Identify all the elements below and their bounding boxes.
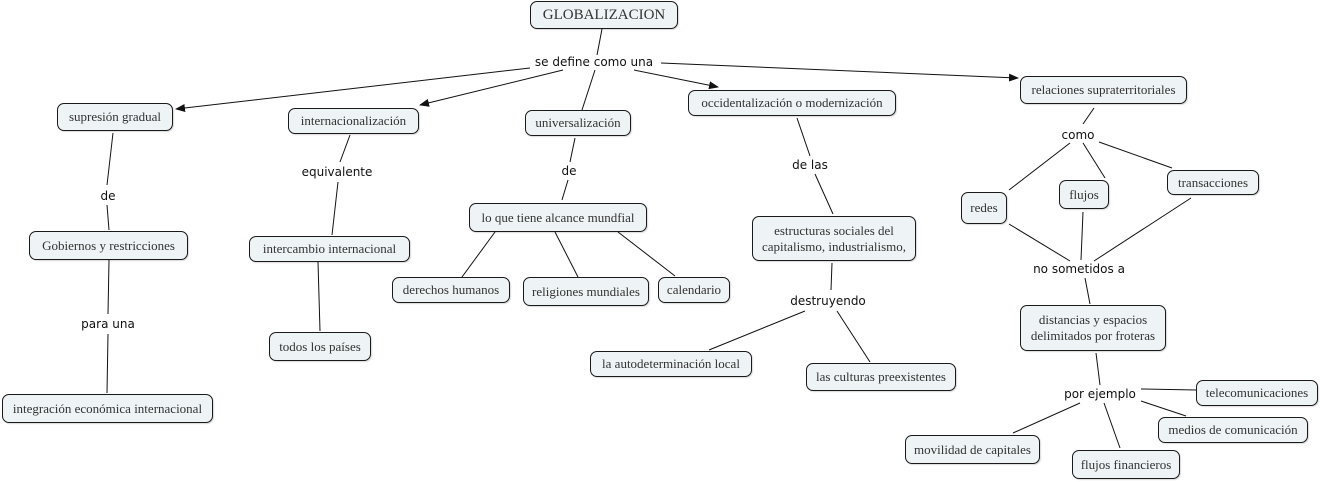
concept-derechos-humanos[interactable]: derechos humanos bbox=[392, 277, 510, 303]
concept-relaciones-supraterritoriales[interactable]: relaciones supraterritoriales bbox=[1020, 76, 1187, 104]
connector-arrow bbox=[419, 69, 564, 107]
link-label-se-define-como-una[interactable]: se define como una bbox=[532, 55, 656, 69]
concept-internacionalizacion[interactable]: internacionalización bbox=[288, 108, 419, 134]
connector-line bbox=[106, 333, 109, 394]
connector-line bbox=[796, 117, 811, 157]
connector-line bbox=[836, 310, 871, 363]
concept-flujos-financieros[interactable]: flujos financieros bbox=[1072, 450, 1180, 479]
concept-religiones-mundiales[interactable]: religiones mundiales bbox=[523, 277, 649, 306]
concept-universalizacion[interactable]: universalización bbox=[525, 110, 631, 136]
concept-autodeterminacion-local[interactable]: la autodeterminación local bbox=[590, 351, 752, 377]
link-label-no-sometidos-a[interactable]: no sometidos a bbox=[1031, 262, 1127, 276]
connector-line bbox=[1084, 277, 1091, 305]
connector-line bbox=[1098, 141, 1173, 169]
concept-redes[interactable]: redes bbox=[961, 192, 1007, 224]
concept-calendario[interactable]: calendario bbox=[658, 277, 730, 303]
concept-alcance-mundial[interactable]: lo que tiene alcance mundfial bbox=[469, 203, 647, 232]
connector-line bbox=[581, 69, 596, 111]
connector-line bbox=[1103, 402, 1121, 449]
concept-flujos[interactable]: flujos bbox=[1059, 180, 1109, 209]
connector-line bbox=[331, 181, 339, 236]
concept-distancias-espacios[interactable]: distancias y espacios delimitados por fr… bbox=[1020, 305, 1166, 351]
concept-telecomunicaciones[interactable]: telecomunicaciones bbox=[1196, 380, 1318, 406]
link-label-por-ejemplo[interactable]: por ejemplo bbox=[1062, 387, 1138, 401]
connector-arrow bbox=[175, 67, 531, 112]
link-label-de[interactable]: de bbox=[559, 164, 579, 178]
concept-occidentalizacion[interactable]: occidentalización o modernización bbox=[688, 90, 896, 116]
concept-globalizacion[interactable]: GLOBALIZACION bbox=[530, 1, 678, 29]
connector-line bbox=[106, 204, 110, 231]
concept-estructuras-sociales[interactable]: estructuras sociales del capitalismo, in… bbox=[752, 216, 916, 261]
connector-line bbox=[1082, 107, 1095, 125]
concept-culturas-preexistentes[interactable]: las culturas preexistentes bbox=[806, 363, 956, 391]
connector-line bbox=[339, 134, 351, 163]
connector-line bbox=[814, 173, 834, 215]
connector-line bbox=[1095, 352, 1101, 386]
connector-line bbox=[317, 261, 321, 332]
link-label-para-una[interactable]: para una bbox=[79, 317, 137, 331]
connector-line bbox=[554, 231, 579, 278]
connector-line bbox=[617, 231, 676, 277]
connector-line bbox=[1012, 402, 1081, 434]
concept-intercambio-internacional[interactable]: intercambio internacional bbox=[249, 236, 410, 262]
connector-line bbox=[106, 132, 114, 186]
connector-line bbox=[107, 259, 110, 315]
connector-line bbox=[1008, 223, 1071, 262]
connector-line bbox=[596, 28, 603, 56]
connector-line bbox=[1140, 400, 1187, 417]
concept-todos-los-paises[interactable]: todos los países bbox=[269, 332, 371, 361]
concept-transacciones[interactable]: transacciones bbox=[1167, 170, 1259, 195]
connector-line bbox=[1093, 197, 1192, 262]
connector-line bbox=[461, 231, 496, 278]
link-label-como[interactable]: como bbox=[1059, 128, 1097, 142]
concept-supresion-gradual[interactable]: supresión gradual bbox=[57, 103, 173, 131]
connector-line bbox=[1082, 142, 1106, 179]
connector-line bbox=[569, 137, 576, 163]
connector-line bbox=[1080, 211, 1084, 261]
link-label-equivalente[interactable]: equivalente bbox=[299, 165, 375, 179]
connector-line bbox=[830, 262, 833, 291]
connector-arrow bbox=[660, 62, 1019, 82]
connector-line bbox=[708, 310, 806, 351]
link-label-destruyendo[interactable]: destruyendo bbox=[788, 294, 868, 308]
connector-line bbox=[1008, 142, 1071, 191]
connector-arrow bbox=[633, 69, 719, 90]
link-label-de-las[interactable]: de las bbox=[790, 158, 830, 172]
concept-movilidad-capitales[interactable]: movilidad de capitales bbox=[905, 435, 1040, 464]
concept-gobiernos-restricciones[interactable]: Gobiernos y restricciones bbox=[29, 231, 188, 260]
connector-line bbox=[1140, 388, 1197, 391]
connector-line bbox=[561, 179, 569, 201]
concept-integracion-economica[interactable]: integración económica internacional bbox=[2, 394, 213, 423]
link-label-de[interactable]: de bbox=[98, 189, 118, 203]
concept-medios-comunicacion[interactable]: medios de comunicación bbox=[1158, 417, 1308, 443]
